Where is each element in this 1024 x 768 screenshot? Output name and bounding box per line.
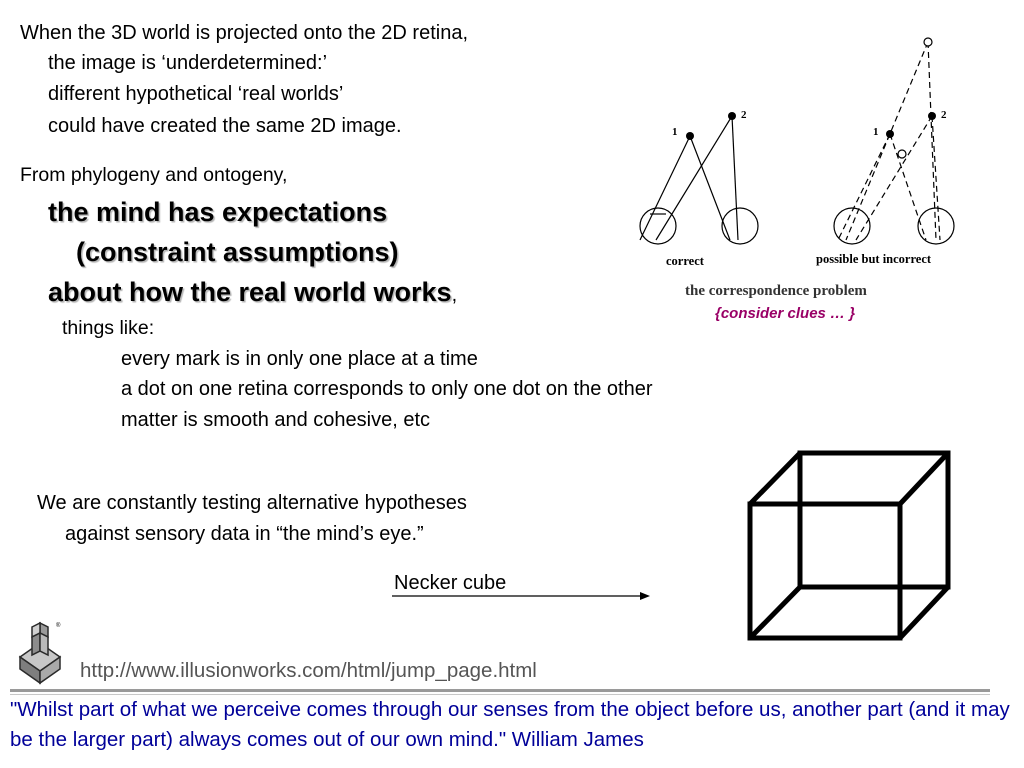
false-point-top bbox=[923, 37, 933, 47]
william-james-quote: "Whilst part of what we perceive comes t… bbox=[10, 698, 1010, 751]
correspondence-figure bbox=[639, 37, 955, 245]
intro-line-3: different hypothetical ‘real worlds’ bbox=[48, 83, 344, 105]
things-like-label: things like: bbox=[62, 317, 155, 339]
point-label-1-a: 1 bbox=[672, 126, 678, 138]
emphasis-line-3: about how the real world works, bbox=[48, 272, 457, 312]
false-point-middle bbox=[897, 149, 907, 159]
footer-divider bbox=[10, 689, 990, 692]
correct-panel bbox=[639, 115, 759, 245]
emphasis-line-3-comma: , bbox=[451, 284, 458, 306]
emphasis-line-1: the mind has expectations bbox=[48, 197, 388, 227]
hypotheses-line-2: against sensory data in “the mind’s eye.… bbox=[65, 523, 424, 545]
incorrect-panel bbox=[837, 41, 941, 241]
point-label-2-b: 2 bbox=[941, 109, 947, 121]
emphasis-line-2: (constraint assumptions) bbox=[76, 237, 399, 267]
point-label-1-b: 1 bbox=[873, 126, 879, 138]
necker-cube bbox=[747, 450, 951, 641]
expectation-item-1: every mark is in only one place at a tim… bbox=[121, 348, 478, 370]
intro-line-2: the image is ‘underdetermined:’ bbox=[48, 52, 328, 74]
hypotheses-line-1: We are constantly testing alternative hy… bbox=[37, 492, 467, 514]
left-eye-a bbox=[639, 207, 677, 245]
right-eye-a bbox=[721, 207, 759, 245]
point-label-2-a: 2 bbox=[741, 109, 747, 121]
point-1-incorrect bbox=[886, 130, 894, 138]
intro-line-1: When the 3D world is projected onto the … bbox=[20, 22, 469, 44]
expectation-item-3: matter is smooth and cohesive, etc bbox=[121, 409, 431, 431]
necker-arrow bbox=[392, 592, 650, 600]
left-eye-b bbox=[833, 207, 871, 245]
source-url-link[interactable]: http://www.illusionworks.com/html/jump_p… bbox=[80, 659, 537, 682]
clue-note: {consider clues … } bbox=[715, 305, 856, 322]
svg-text:®: ® bbox=[56, 622, 61, 629]
right-eye-b bbox=[917, 207, 955, 245]
footer-divider-light bbox=[10, 694, 990, 695]
correct-label: correct bbox=[666, 254, 704, 268]
phylogeny-lead: From phylogeny and ontogeny, bbox=[20, 164, 288, 186]
emphasis-line-3-text: about how the real world works bbox=[48, 277, 452, 307]
point-1-correct bbox=[686, 132, 694, 140]
figure-caption: the correspondence problem bbox=[685, 283, 867, 299]
point-2-incorrect bbox=[928, 112, 936, 120]
necker-cube-label: Necker cube bbox=[394, 572, 507, 594]
incorrect-label: possible but incorrect bbox=[816, 252, 932, 266]
illusionworks-logo[interactable]: ® bbox=[12, 621, 68, 687]
intro-line-4: could have created the same 2D image. bbox=[48, 115, 402, 137]
point-2-correct bbox=[728, 112, 736, 120]
expectation-item-2: a dot on one retina corresponds to only … bbox=[121, 378, 653, 400]
